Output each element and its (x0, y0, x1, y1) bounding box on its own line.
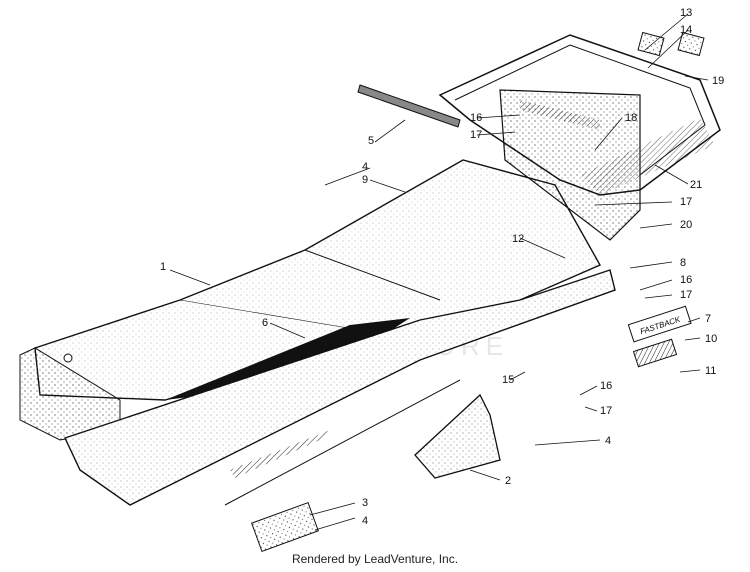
part-label: 18 (625, 112, 637, 124)
part-label: 16 (470, 112, 482, 124)
part-label: 16 (680, 274, 692, 286)
part-label: 17 (680, 196, 692, 208)
part-label: 5 (368, 135, 374, 147)
part-label: 11 (705, 365, 716, 377)
part-label: 14 (680, 24, 692, 36)
part-label: 16 (600, 380, 612, 392)
part-label: 20 (680, 219, 692, 231)
part-label: 9 (362, 174, 368, 186)
part-label: 13 (680, 7, 692, 19)
fastback-decal: FASTBACK (627, 305, 692, 343)
part-label: 4 (362, 515, 368, 527)
part-label: 3 (362, 497, 368, 509)
decal-10 (632, 338, 678, 368)
decal-13 (637, 31, 665, 57)
rear-bumper-assembly (438, 34, 721, 241)
part-label: 15 (502, 374, 514, 386)
plate (251, 502, 319, 552)
part-label: 4 (605, 435, 611, 447)
part-label: 6 (262, 317, 268, 329)
part-label: 17 (680, 289, 692, 301)
part-label: 17 (470, 129, 482, 141)
part-label: 10 (705, 333, 717, 345)
part-label: 19 (712, 75, 724, 87)
part-label: 2 (505, 475, 511, 487)
part-label: 1 (160, 261, 166, 273)
part-label: 7 (705, 313, 711, 325)
part-label: 4 (362, 161, 368, 173)
callout-group (169, 13, 709, 531)
part-label: 8 (680, 257, 686, 269)
footer-credit: Rendered by LeadVenture, Inc. (291, 552, 459, 566)
part-label: 17 (600, 405, 612, 417)
decal-14 (677, 31, 705, 57)
running-board (64, 269, 616, 506)
weather-strip (357, 84, 461, 128)
part-label: 21 (690, 179, 702, 191)
bracket (414, 393, 501, 479)
part-label: 12 (512, 233, 524, 245)
